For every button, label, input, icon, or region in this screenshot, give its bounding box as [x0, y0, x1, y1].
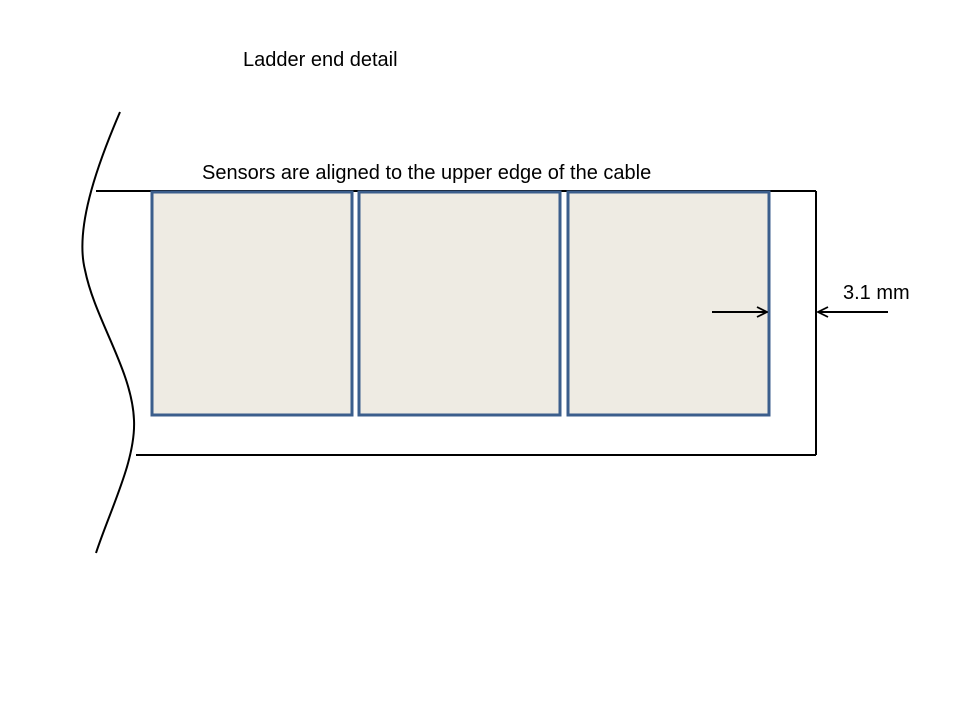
sensor-2	[357, 190, 562, 417]
sensor-1	[150, 190, 354, 417]
sensor-3	[566, 190, 771, 417]
alignment-note: Sensors are aligned to the upper edge of…	[202, 162, 651, 184]
break-line-icon	[81, 111, 136, 554]
diagram-title: Ladder end detail	[243, 49, 398, 71]
dimension-label: 3.1 mm	[843, 282, 910, 304]
